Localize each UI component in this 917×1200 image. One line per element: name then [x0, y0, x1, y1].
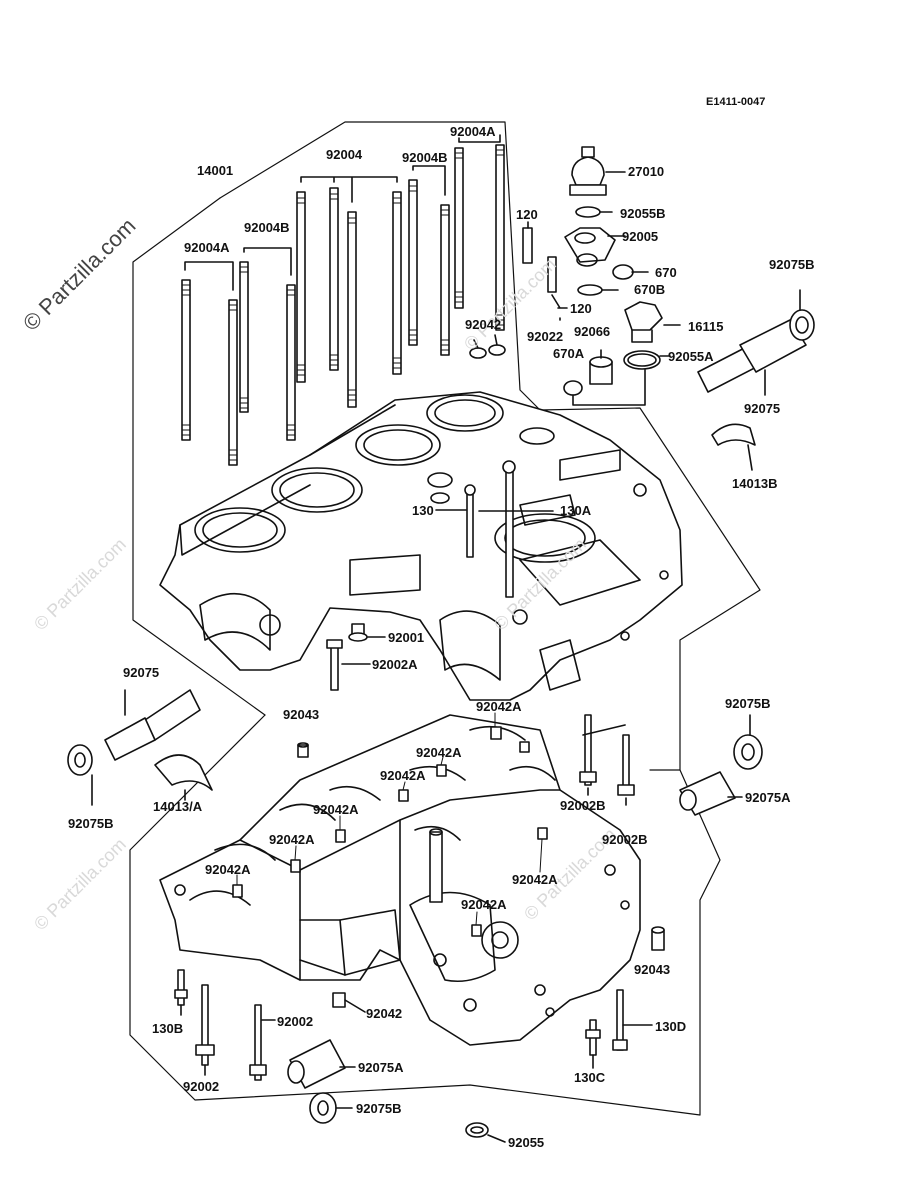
leader-92004B-left — [243, 247, 292, 276]
part-label: 120 — [570, 301, 592, 316]
filler-cap-16115 — [624, 301, 681, 343]
part-label: 120 — [516, 207, 538, 222]
stud-group-92004 — [181, 144, 505, 466]
part-label: 92002B — [602, 832, 648, 847]
part-label: 27010 — [628, 164, 665, 179]
part-label: 92075B — [356, 1101, 402, 1116]
part-label: 92075 — [123, 665, 160, 680]
part-label: 14013B — [732, 476, 778, 491]
part-label: 92055 — [508, 1135, 545, 1150]
part-label: 92005 — [622, 229, 659, 244]
part-label: 92075B — [725, 696, 771, 711]
upper-crankcase-half — [159, 391, 683, 701]
oil-pressure-switch-27010 — [569, 146, 626, 196]
part-label: 92042A — [380, 768, 426, 783]
part-label: 670B — [634, 282, 666, 297]
part-label: 92042A — [416, 745, 462, 760]
stud-threads — [181, 149, 505, 461]
part-label: 130B — [152, 1021, 184, 1036]
upper-case-boundary-line — [219, 121, 761, 771]
part-label: 92043 — [283, 707, 320, 722]
part-label: 130A — [560, 503, 592, 518]
part-label: 92002 — [277, 1014, 314, 1029]
shaft-92075-left — [144, 689, 201, 741]
lower-crankcase-half — [159, 714, 641, 1046]
part-label: 92002A — [372, 657, 418, 672]
part-label: 92022 — [527, 329, 564, 344]
part-label: 92055B — [620, 206, 666, 221]
part-label: 14001 — [197, 163, 234, 178]
part-label: 670 — [655, 265, 677, 280]
part-label: 92004B — [402, 150, 448, 165]
part-label: 92075A — [745, 790, 791, 805]
part-label: 130 — [412, 503, 434, 518]
part-label: 92066 — [574, 324, 611, 339]
leader-92004B-top — [412, 165, 446, 196]
part-label: 16115 — [688, 319, 724, 334]
part-label: 130D — [655, 1019, 687, 1034]
part-label: 92004A — [184, 240, 230, 255]
part-label: 92075A — [358, 1060, 404, 1075]
leader-92004 — [300, 176, 398, 203]
part-label: 92055A — [668, 349, 714, 364]
part-label: 92042A — [461, 897, 507, 912]
part-label: 92042A — [512, 872, 558, 887]
part-label: 92075B — [68, 816, 114, 831]
part-label: 92042 — [366, 1006, 403, 1021]
part-label: 92004A — [450, 124, 496, 139]
part-label: 92004B — [244, 220, 290, 235]
upper-case-boundary-left — [132, 197, 266, 716]
diagram-code: E1411-0047 — [706, 96, 766, 108]
leader-92004A-top — [458, 134, 501, 143]
lower-case-boundary-line — [129, 714, 721, 1116]
part-label: 92002 — [183, 1079, 220, 1094]
part-label: 130C — [574, 1070, 606, 1085]
part-label: 92042A — [269, 832, 315, 847]
part-label: 92075B — [769, 257, 815, 272]
part-label: 92043 — [634, 962, 671, 977]
part-label: 92042A — [476, 699, 522, 714]
part-label: 92075 — [744, 401, 781, 416]
part-label: 92001 — [388, 630, 425, 645]
part-label: 92042A — [205, 862, 251, 877]
part-label: 670A — [553, 346, 585, 361]
part-label: 92042 — [465, 317, 502, 332]
part-label: 92002B — [560, 798, 606, 813]
leader-92004A-left — [184, 261, 234, 291]
part-label: 92042A — [313, 802, 359, 817]
part-label: 14013/A — [153, 799, 203, 814]
part-label: 92004 — [326, 147, 363, 162]
